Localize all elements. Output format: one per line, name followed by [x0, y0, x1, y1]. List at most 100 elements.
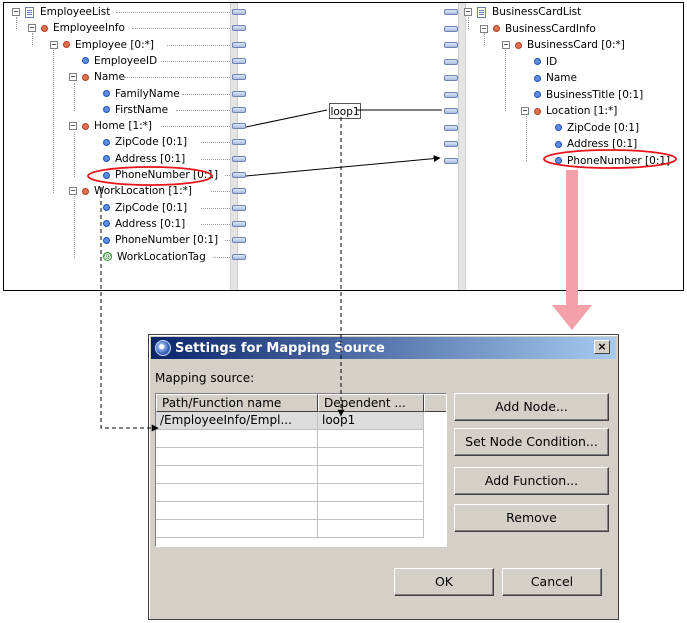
- left-tree-item[interactable]: −WorkLocation [1:*]: [69, 183, 192, 199]
- right-tree-item[interactable]: Address [0:1]: [542, 136, 637, 152]
- right-tree-item[interactable]: BusinessTitle [0:1]: [521, 87, 643, 103]
- left-tree-item[interactable]: Address [0:1]: [90, 216, 185, 232]
- mapping-port[interactable]: [232, 57, 246, 64]
- right-tree-item[interactable]: − BusinessCard [0:*]: [502, 37, 625, 53]
- right-tree-item[interactable]: −BusinessCardInfo: [480, 21, 596, 37]
- mapping-port[interactable]: [444, 108, 458, 114]
- mapping-port[interactable]: [232, 155, 246, 162]
- mapping-port[interactable]: [232, 253, 246, 260]
- collapse-toggle-icon[interactable]: −: [502, 40, 510, 49]
- collapse-toggle-icon[interactable]: −: [480, 23, 488, 33]
- leader-line: [161, 126, 230, 128]
- table-row[interactable]: [156, 430, 424, 448]
- attribute-node-icon: [555, 124, 562, 131]
- mapping-port[interactable]: [232, 123, 246, 130]
- left-tree-item[interactable]: −Employee [0:*]: [50, 37, 154, 53]
- collapse-toggle-icon[interactable]: −: [12, 7, 20, 16]
- table-row[interactable]: [156, 520, 424, 538]
- cell-path: /EmployeeInfo/Empl...: [156, 412, 318, 430]
- loop-node[interactable]: loop1: [329, 103, 361, 119]
- attribute-node-icon: [534, 91, 541, 98]
- remove-button[interactable]: Remove: [454, 504, 609, 532]
- mapping-port[interactable]: [444, 58, 458, 65]
- tree-item-label: BusinessCard [0:*]: [527, 39, 625, 51]
- tree-item-label: WorkLocationTag: [117, 250, 206, 263]
- collapse-toggle-icon[interactable]: −: [69, 186, 77, 196]
- left-tree-item[interactable]: ZipCode [0:1]: [90, 134, 187, 150]
- cell-path: [156, 484, 318, 502]
- left-tree-item[interactable]: − EmployeeList: [12, 4, 110, 20]
- right-tree-item[interactable]: ID: [521, 54, 557, 70]
- cell-dependent: [318, 520, 424, 538]
- right-tree-item[interactable]: PhoneNumber [0:1]: [542, 153, 670, 169]
- mapping-port[interactable]: [444, 124, 458, 131]
- mapping-port[interactable]: [232, 90, 246, 97]
- table-row[interactable]: [156, 502, 424, 520]
- column-header-dependent[interactable]: Dependent ...: [318, 394, 424, 412]
- table-row[interactable]: [156, 466, 424, 484]
- mapping-port[interactable]: [444, 9, 458, 15]
- element-node-icon: [82, 122, 89, 130]
- mapping-port[interactable]: [232, 204, 246, 211]
- cell-path: [156, 430, 318, 448]
- mapping-port[interactable]: [232, 172, 246, 178]
- add-node-button[interactable]: Add Node...: [454, 393, 609, 421]
- left-tree-item[interactable]: FamilyName: [90, 86, 180, 102]
- mapping-port[interactable]: [232, 139, 246, 146]
- mapping-port[interactable]: [444, 25, 458, 32]
- collapse-toggle-icon[interactable]: −: [69, 72, 77, 82]
- mapping-port[interactable]: [444, 42, 458, 48]
- mapping-port[interactable]: [444, 75, 458, 81]
- right-tree-item[interactable]: ZipCode [0:1]: [542, 120, 639, 136]
- left-tree-item[interactable]: ZipCode [0:1]: [90, 200, 187, 216]
- mapping-port[interactable]: [232, 25, 246, 32]
- mapping-port[interactable]: [232, 237, 246, 244]
- leader-line: [161, 60, 230, 62]
- ok-button[interactable]: OK: [394, 568, 494, 596]
- left-tree-item[interactable]: −Name: [69, 69, 125, 85]
- mapping-port[interactable]: [444, 141, 458, 147]
- set-node-condition-button[interactable]: Set Node Condition...: [454, 428, 609, 456]
- element-node-icon: [63, 41, 70, 49]
- left-tree-item[interactable]: @WorkLocationTag: [90, 249, 206, 265]
- mapping-port[interactable]: [232, 188, 246, 195]
- right-tree-scroll-bar: [458, 3, 466, 290]
- table-row[interactable]: [156, 484, 424, 502]
- add-function-button[interactable]: Add Function...: [454, 467, 609, 495]
- leader-line: [200, 223, 230, 225]
- left-tree-item[interactable]: PhoneNumber [0:1]: [90, 167, 218, 183]
- mapping-port[interactable]: [444, 91, 458, 98]
- collapse-toggle-icon[interactable]: −: [28, 23, 36, 33]
- dialog-titlebar[interactable]: Settings for Mapping Source ×: [151, 337, 616, 359]
- mapping-port[interactable]: [232, 220, 246, 227]
- cell-dependent: [318, 448, 424, 466]
- tree-item-label: PhoneNumber [0:1]: [115, 169, 219, 181]
- tree-item-label: EmployeeList: [40, 6, 111, 18]
- table-row[interactable]: /EmployeeInfo/Empl...loop1: [156, 412, 424, 430]
- close-button[interactable]: ×: [594, 340, 610, 354]
- collapse-toggle-icon[interactable]: −: [69, 121, 77, 131]
- left-tree-item[interactable]: PhoneNumber [0:1]: [90, 232, 218, 248]
- mapping-port[interactable]: [232, 9, 246, 15]
- left-tree-item[interactable]: Address [0:1]: [90, 151, 185, 167]
- left-tree-item[interactable]: −EmployeeInfo: [28, 20, 125, 36]
- right-tree-item[interactable]: −Location [1:*]: [521, 103, 617, 119]
- mapping-port[interactable]: [232, 74, 246, 81]
- cell-dependent: [318, 502, 424, 520]
- collapse-toggle-icon[interactable]: −: [464, 7, 472, 16]
- right-tree-item[interactable]: Name: [521, 70, 577, 86]
- collapse-toggle-icon[interactable]: −: [50, 39, 58, 49]
- mapping-port[interactable]: [444, 157, 458, 164]
- attribute-node-icon: [103, 236, 110, 244]
- mapping-port[interactable]: [232, 41, 246, 48]
- cancel-button[interactable]: Cancel: [502, 568, 602, 596]
- left-tree-item[interactable]: −Home [1:*]: [69, 118, 152, 134]
- mapping-source-table[interactable]: Path/Function name Dependent ... /Employ…: [155, 393, 447, 547]
- left-tree-item[interactable]: EmployeeID: [69, 53, 157, 69]
- left-tree-item[interactable]: FirstName: [90, 102, 168, 118]
- mapping-port[interactable]: [232, 106, 246, 113]
- column-header-path[interactable]: Path/Function name: [156, 394, 318, 412]
- right-tree-item[interactable]: −BusinessCardList: [464, 4, 581, 20]
- table-row[interactable]: [156, 448, 424, 466]
- collapse-toggle-icon[interactable]: −: [521, 106, 529, 115]
